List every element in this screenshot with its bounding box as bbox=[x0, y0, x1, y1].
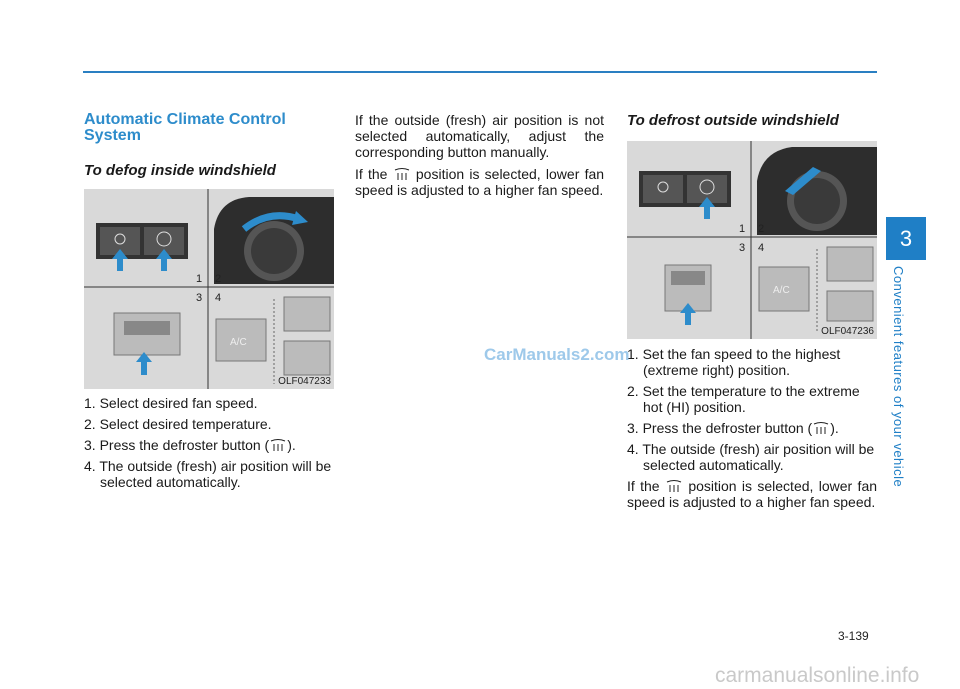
chapter-tab: 3 bbox=[886, 217, 926, 260]
column-defog: Automatic Climate Control System To defo… bbox=[84, 112, 334, 495]
list-item: 1. Select desired fan speed. bbox=[84, 395, 258, 411]
list-item: 3. Press the defroster button (). bbox=[627, 420, 839, 436]
label-3: 3 bbox=[196, 292, 203, 304]
defroster-icon bbox=[394, 168, 409, 180]
list-item: 2. Select desired temperature. bbox=[84, 416, 272, 432]
defrost-heading: To defrost outside windshield bbox=[627, 112, 839, 129]
climate-panel-illustration bbox=[84, 189, 334, 389]
paragraph: If the position is selected, lower fan s… bbox=[355, 166, 605, 198]
paragraph: If the position is selected, lower fan s… bbox=[627, 478, 878, 510]
watermark[interactable]: CarManuals2.com bbox=[484, 345, 630, 364]
label-2: 2 bbox=[215, 273, 222, 285]
column-defrost: To defrost outside windshield 1 2 bbox=[627, 112, 877, 510]
chapter-title: Convenient features of your vehicle bbox=[891, 266, 906, 488]
defroster-icon bbox=[666, 480, 682, 492]
list-item: 4. The outside (fresh) air position will… bbox=[84, 458, 332, 490]
ac-label: A/C bbox=[773, 285, 790, 296]
ac-label: A/C bbox=[230, 337, 247, 348]
list-item: 3. Press the defroster button (). bbox=[84, 437, 296, 453]
section-title: Automatic Climate Control System bbox=[84, 111, 286, 144]
label-3: 3 bbox=[739, 242, 746, 254]
list-item: 1. Set the fan speed to the highest (ext… bbox=[627, 346, 841, 378]
list-item: 2. Set the temperature to the extreme ho… bbox=[627, 383, 860, 415]
header-rule bbox=[83, 71, 877, 73]
figure-code: OLF047236 bbox=[821, 326, 874, 337]
list-item: 4. The outside (fresh) air position will… bbox=[627, 441, 875, 473]
figure-code: OLF047233 bbox=[278, 376, 331, 387]
defog-steps: 1. Select desired fan speed. 2. Select d… bbox=[84, 395, 334, 490]
defrost-figure: 1 2 3 4 A/C OLF047236 bbox=[627, 141, 877, 339]
label-1: 1 bbox=[196, 273, 203, 285]
paragraph: If the outside (fresh) air position is n… bbox=[355, 112, 604, 160]
defog-figure: 1 2 3 4 A/C OLF047233 bbox=[84, 189, 334, 389]
defrost-steps: 1. Set the fan speed to the highest (ext… bbox=[627, 346, 877, 473]
climate-panel-illustration bbox=[627, 141, 877, 339]
page-number: 3-139 bbox=[838, 629, 869, 643]
label-2: 2 bbox=[758, 223, 765, 235]
defroster-icon bbox=[814, 422, 829, 434]
label-4: 4 bbox=[215, 292, 222, 304]
defog-heading: To defog inside windshield bbox=[84, 162, 276, 179]
label-4: 4 bbox=[758, 242, 765, 254]
footer-watermark: carmanualsonline.info bbox=[715, 664, 920, 687]
column-middle: If the outside (fresh) air position is n… bbox=[355, 112, 604, 198]
label-1: 1 bbox=[739, 223, 746, 235]
defroster-icon bbox=[271, 439, 286, 451]
